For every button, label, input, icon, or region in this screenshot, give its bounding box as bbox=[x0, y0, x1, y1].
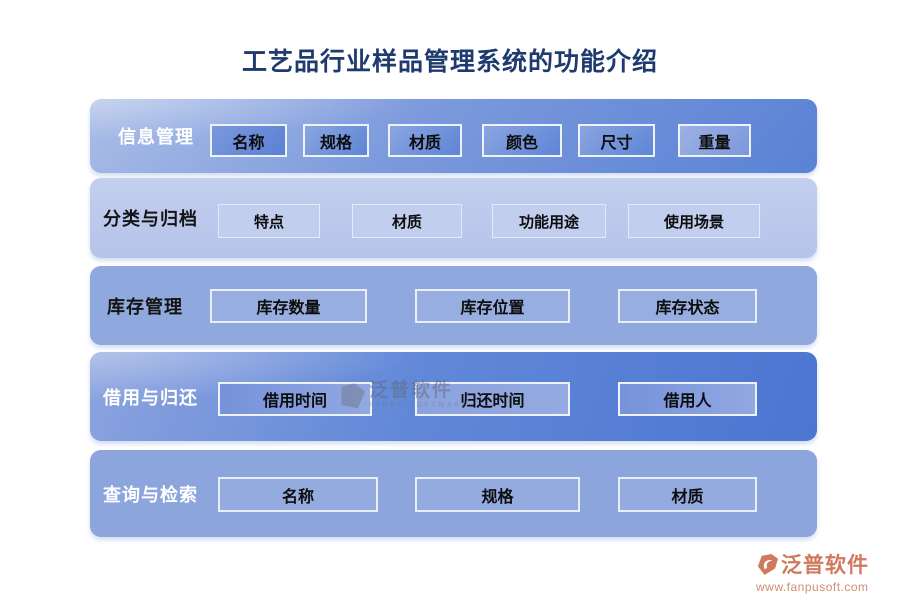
feature-button[interactable]: 规格 bbox=[303, 124, 369, 157]
feature-button[interactable]: 库存位置 bbox=[415, 289, 570, 323]
section-label-info-management: 信息管理 bbox=[118, 127, 194, 147]
feature-button[interactable]: 材质 bbox=[352, 204, 462, 238]
page-title: 工艺品行业样品管理系统的功能介绍 bbox=[241, 48, 658, 76]
section-borrow-return: 借用与归还 借用时间归还时间借用人 泛普软件 FANPU SOFTWARE bbox=[90, 352, 817, 441]
brand-name: 泛普软件 bbox=[781, 554, 869, 577]
feature-button[interactable]: 库存数量 bbox=[210, 289, 367, 323]
feature-button[interactable]: 尺寸 bbox=[578, 124, 655, 157]
feature-button[interactable]: 颜色 bbox=[482, 124, 562, 157]
section-query-search: 查询与检索 名称 规格 材质 bbox=[90, 450, 817, 537]
footer-brand: 泛普软件 www.fanpusoft.com bbox=[756, 549, 886, 594]
section-label-query-search: 查询与检索 bbox=[103, 484, 198, 505]
feature-button[interactable]: 特点 bbox=[218, 204, 320, 238]
feature-button[interactable]: 归还时间 bbox=[415, 382, 570, 416]
feature-button[interactable]: 库存状态 bbox=[618, 289, 757, 323]
feature-button[interactable]: 重量 bbox=[678, 124, 751, 157]
feature-button[interactable]: 材质 bbox=[618, 477, 757, 512]
section-classification-archive: 分类与归档 特点材质功能用途使用场景 bbox=[90, 178, 817, 258]
brand-url[interactable]: www.fanpusoft.com bbox=[756, 580, 869, 594]
feature-button[interactable]: 材质 bbox=[388, 124, 462, 157]
section-info-management: 信息管理 名称规格材质颜色尺寸重量 bbox=[90, 99, 817, 173]
feature-button[interactable]: 名称 bbox=[210, 124, 287, 157]
section-buttons: 特点材质功能用途使用场景 bbox=[90, 178, 817, 258]
feature-button[interactable]: 借用人 bbox=[618, 382, 757, 416]
fanpu-logo-icon bbox=[757, 553, 779, 575]
feature-button[interactable]: 功能用途 bbox=[492, 204, 606, 238]
section-buttons: 库存数量 库存位置 库存状态 bbox=[90, 266, 817, 345]
section-buttons: 名称规格材质颜色尺寸重量 bbox=[90, 99, 817, 173]
feature-button[interactable]: 规格 bbox=[415, 477, 580, 512]
section-inventory-management: 库存管理 库存数量 库存位置 库存状态 bbox=[90, 266, 817, 345]
feature-button[interactable]: 名称 bbox=[218, 477, 378, 512]
section-label-classification-archive: 分类与归档 bbox=[103, 209, 198, 229]
section-buttons: 借用时间 归还时间 借用人 bbox=[90, 352, 817, 441]
feature-button[interactable]: 使用场景 bbox=[628, 204, 760, 238]
section-buttons: 名称 规格 材质 bbox=[90, 450, 817, 537]
section-label-inventory-management: 库存管理 bbox=[107, 296, 183, 317]
section-label-borrow-return: 借用与归还 bbox=[103, 387, 198, 408]
feature-button[interactable]: 借用时间 bbox=[218, 382, 372, 416]
